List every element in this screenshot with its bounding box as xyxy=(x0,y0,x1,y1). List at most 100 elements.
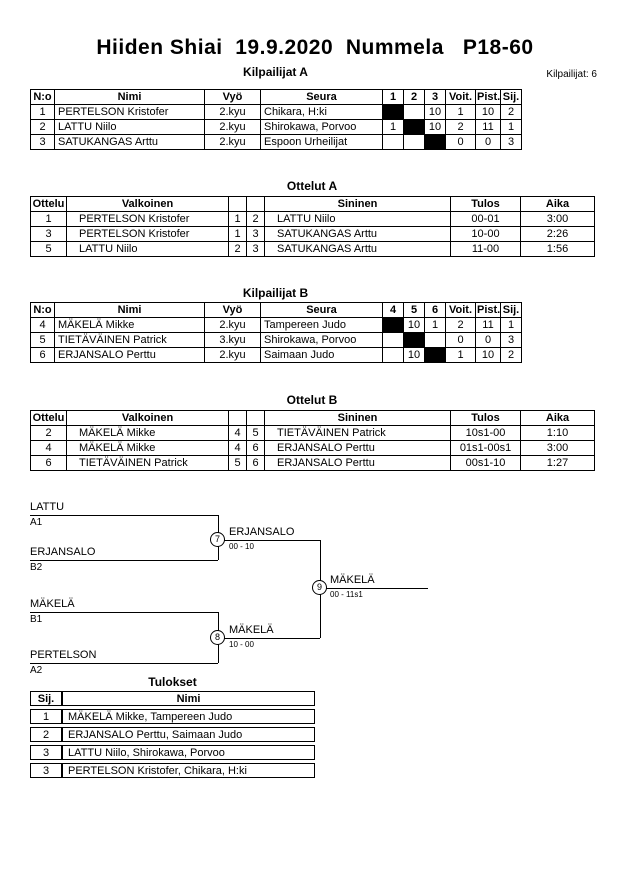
cell-match-no: 4 xyxy=(30,440,67,456)
cell-blue-name: LATTU Niilo xyxy=(264,211,451,227)
cell-time: 3:00 xyxy=(520,211,595,227)
header-ottelu: Ottelu xyxy=(30,196,67,212)
cell-place: 2 xyxy=(500,104,522,120)
table-row: 6 ERJANSALO Perttu 2.kyu Saimaan Judo 10… xyxy=(30,347,522,363)
cell-white-no: 4 xyxy=(228,425,247,441)
cell-result xyxy=(424,332,446,348)
page-title: Hiiden Shiai 19.9.2020 Nummela P18-60 xyxy=(96,36,534,59)
header-no: N:o xyxy=(30,302,55,318)
cell-points: 11 xyxy=(475,317,501,333)
header-aika: Aika xyxy=(520,410,595,426)
cell-white-name: MÄKELÄ Mikke xyxy=(66,425,229,441)
table-row: 1 PERTELSON Kristofer 2.kyu Chikara, H:k… xyxy=(30,104,522,120)
table-row: 5 TIETÄVÄINEN Patrick 3.kyu Shirokawa, P… xyxy=(30,332,522,348)
bracket-line xyxy=(30,515,218,516)
header-sij: Sij. xyxy=(500,302,522,318)
pool-a-title: Kilpailijat A xyxy=(243,65,308,79)
cell-blue-name: SATUKANGAS Arttu xyxy=(264,226,451,242)
ottelut-a-table: Ottelu Valkoinen Sininen Tulos Aika 1 PE… xyxy=(30,196,595,257)
cell-blue-no: 3 xyxy=(246,241,265,257)
header-pist: Pist. xyxy=(475,89,501,105)
ottelut-b-header-row: Ottelu Valkoinen Sininen Tulos Aika xyxy=(30,410,595,426)
final-bracket: LATTU A1 ERJANSALO B2 ERJANSALO 00 - 10 … xyxy=(30,498,600,683)
competitors-count: Kilpailijat: 6 xyxy=(546,69,597,80)
header-vyo: Vyö xyxy=(204,302,261,318)
cell-result: 11-00 xyxy=(450,241,521,257)
cell-no: 6 xyxy=(30,347,55,363)
cell-wins: 2 xyxy=(445,119,476,135)
cell-time: 2:26 xyxy=(520,226,595,242)
cell-result: 10 xyxy=(403,347,425,363)
cell-place: 1 xyxy=(500,317,522,333)
cell-white-name: PERTELSON Kristofer xyxy=(66,226,229,242)
ottelut-b-table: Ottelu Valkoinen Sininen Tulos Aika 2 MÄ… xyxy=(30,410,595,471)
cell-no: 1 xyxy=(30,104,55,120)
cell-points: 11 xyxy=(475,119,501,135)
sf1-winner-name: ERJANSALO xyxy=(229,526,295,538)
cell-white-no: 1 xyxy=(228,226,247,242)
sf2-bottom-name: PERTELSON xyxy=(30,649,97,661)
header-opp-4: 4 xyxy=(382,302,404,318)
header-opp-5: 5 xyxy=(403,302,425,318)
header-blue-no xyxy=(246,410,265,426)
cell-result-self xyxy=(424,134,446,150)
cell-blue-name: ERJANSALO Perttu xyxy=(264,455,451,471)
header-blue-no xyxy=(246,196,265,212)
table-row: 4 MÄKELÄ Mikke 2.kyu Tampereen Judo 10 1… xyxy=(30,317,522,333)
sf1-bottom-name: ERJANSALO xyxy=(30,546,96,558)
cell-white-name: TIETÄVÄINEN Patrick xyxy=(66,455,229,471)
cell-club: Shirokawa, Porvoo xyxy=(260,119,383,135)
cell-place: 2 xyxy=(30,727,62,742)
sf1-top-seed: A1 xyxy=(30,517,43,528)
sf2-bottom-seed: A2 xyxy=(30,665,43,676)
cell-club: Shirokawa, Porvoo xyxy=(260,332,383,348)
cell-white-no: 4 xyxy=(228,440,247,456)
cell-result: 00s1-10 xyxy=(450,455,521,471)
header-ottelu: Ottelu xyxy=(30,410,67,426)
cell-result: 10s1-00 xyxy=(450,425,521,441)
match-8-number: 8 xyxy=(210,630,225,645)
cell-no: 3 xyxy=(30,134,55,150)
cell-result xyxy=(382,332,404,348)
header-sininen: Sininen xyxy=(264,196,451,212)
header-nimi: Nimi xyxy=(54,89,205,105)
header-voit: Voit. xyxy=(445,89,476,105)
header-sininen: Sininen xyxy=(264,410,451,426)
table-row: 3 SATUKANGAS Arttu 2.kyu Espoon Urheilij… xyxy=(30,134,522,150)
header-tulos: Tulos xyxy=(450,196,521,212)
cell-club: Espoon Urheilijat xyxy=(260,134,383,150)
header-pist: Pist. xyxy=(475,302,501,318)
cell-place: 3 xyxy=(30,745,62,760)
ottelut-a-header-row: Ottelu Valkoinen Sininen Tulos Aika xyxy=(30,196,595,212)
pool-b-title: Kilpailijat B xyxy=(242,286,309,300)
cell-time: 1:56 xyxy=(520,241,595,257)
cell-name: LATTU Niilo, Shirokawa, Porvoo xyxy=(62,745,315,760)
cell-time: 1:10 xyxy=(520,425,595,441)
cell-blue-name: ERJANSALO Perttu xyxy=(264,440,451,456)
cell-belt: 2.kyu xyxy=(204,104,261,120)
match-9-number: 9 xyxy=(312,580,327,595)
results-title: Tulokset xyxy=(148,675,197,689)
pool-b-header-row: N:o Nimi Vyö Seura 4 5 6 Voit. Pist. Sij… xyxy=(30,302,522,318)
table-row: 4 MÄKELÄ Mikke 4 6 ERJANSALO Perttu 01s1… xyxy=(30,440,595,456)
cell-time: 3:00 xyxy=(520,440,595,456)
cell-wins: 1 xyxy=(445,347,476,363)
cell-points: 0 xyxy=(475,332,501,348)
sf2-score: 10 - 00 xyxy=(229,640,254,649)
cell-name: MÄKELÄ Mikke, Tampereen Judo xyxy=(62,709,315,724)
cell-name: TIETÄVÄINEN Patrick xyxy=(54,332,205,348)
cell-result: 1 xyxy=(424,317,446,333)
table-row: 3 LATTU Niilo, Shirokawa, Porvoo xyxy=(30,745,315,760)
cell-blue-name: TIETÄVÄINEN Patrick xyxy=(264,425,451,441)
cell-place: 3 xyxy=(500,134,522,150)
header-opp-2: 2 xyxy=(403,89,425,105)
ottelut-b-title: Ottelut B xyxy=(286,393,338,407)
sf2-top-name: MÄKELÄ xyxy=(30,598,75,610)
cell-result: 10 xyxy=(424,104,446,120)
cell-name: LATTU Niilo xyxy=(54,119,205,135)
cell-belt: 2.kyu xyxy=(204,134,261,150)
cell-result-self xyxy=(382,104,404,120)
cell-match-no: 5 xyxy=(30,241,67,257)
sf1-top-name: LATTU xyxy=(30,501,65,513)
cell-white-no: 1 xyxy=(228,211,247,227)
